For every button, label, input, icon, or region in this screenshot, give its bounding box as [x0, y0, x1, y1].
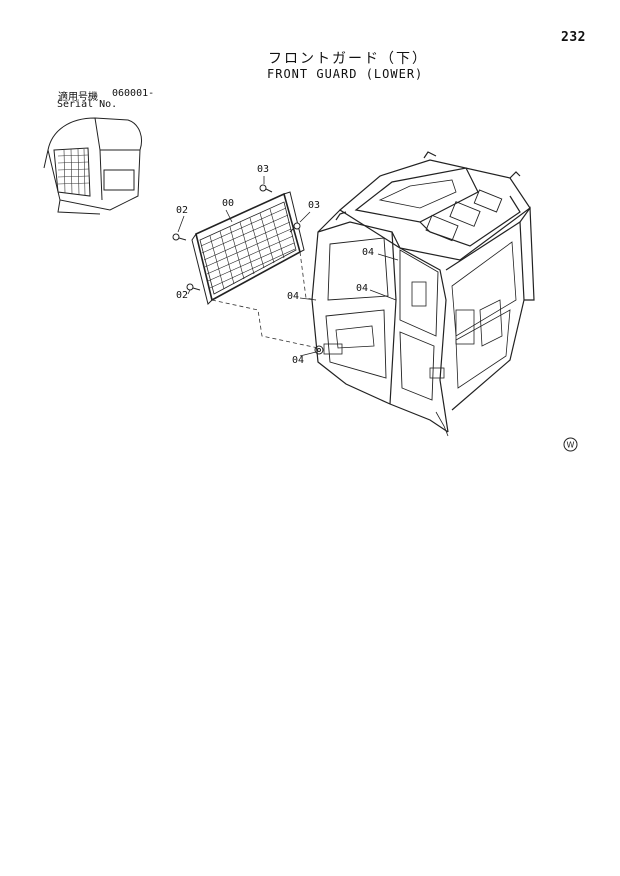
net-guard: [191, 191, 305, 305]
serial-value: 060001-: [112, 88, 155, 99]
w-mark-text: W: [567, 441, 575, 450]
serial-label-japanese: 適用号機: [58, 92, 98, 103]
callout-leader-lines: [177, 176, 399, 357]
callout-mount-bottom: 04: [292, 355, 305, 366]
callout-bolt-right: 03: [308, 200, 321, 211]
callout-mount-left: 04: [287, 291, 300, 302]
callout-bolt-left-top: 02: [176, 205, 189, 216]
page-title-english: FRONT GUARD (LOWER): [267, 67, 424, 81]
mount-guide-lines: [211, 251, 319, 349]
callout-bolt-left-bottom: 02: [176, 290, 189, 301]
callout-bolt-top: 03: [257, 164, 270, 175]
callout-mount-mid: 04: [356, 283, 369, 294]
cab-thumbnail: [43, 117, 142, 215]
callout-net: 00: [222, 198, 235, 209]
callout-mount-upper: 04: [362, 247, 375, 258]
w-circle-icon: W: [563, 437, 578, 452]
serial-label-english: Serial No.: [57, 99, 118, 110]
cab-assembly: [311, 151, 535, 437]
page-number: 232: [561, 30, 586, 45]
page-title-japanese: フロントガード（下）: [268, 51, 428, 67]
